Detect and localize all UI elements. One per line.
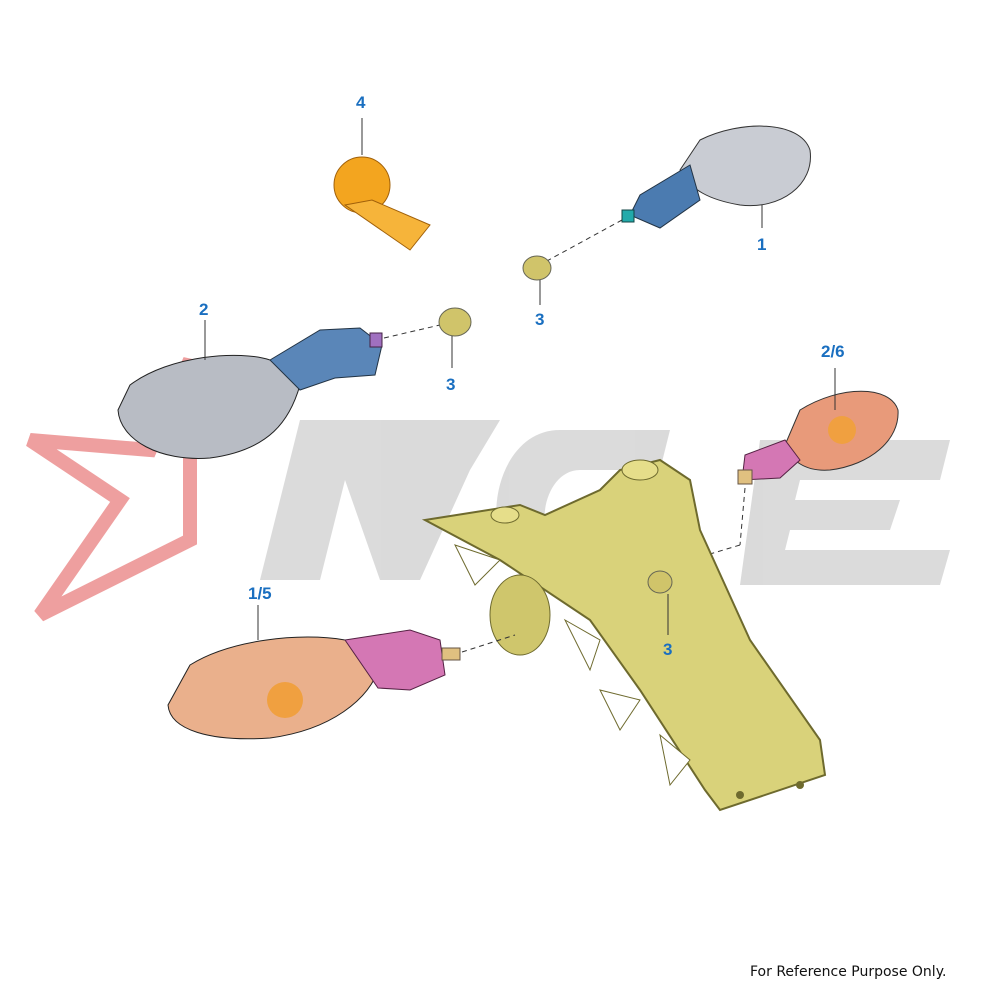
callout-indicator-rear-right: 2/6 [821,342,845,361]
bulb-part [333,118,431,251]
indicator-front-left [117,320,383,459]
callout-indicator-front-right: 1 [757,235,767,254]
callout-bushing-left: 3 [446,375,456,394]
bushing-part [647,570,673,635]
callout-indicator-front-left: 2 [199,300,209,319]
bushing-part [522,255,552,305]
callout-bushing-bracket: 3 [663,640,673,659]
callout-bulb: 4 [356,93,366,112]
callout-indicator-rear-left: 1/5 [248,584,272,603]
mounting-bracket [421,458,827,812]
reference-note: For Reference Purpose Only. [750,964,947,980]
indicator-rear-left [167,605,461,740]
indicator-rear-right [737,368,899,485]
callout-bushing-right: 3 [535,310,545,329]
bushing-part [438,307,472,368]
indicator-front-right [621,125,811,229]
